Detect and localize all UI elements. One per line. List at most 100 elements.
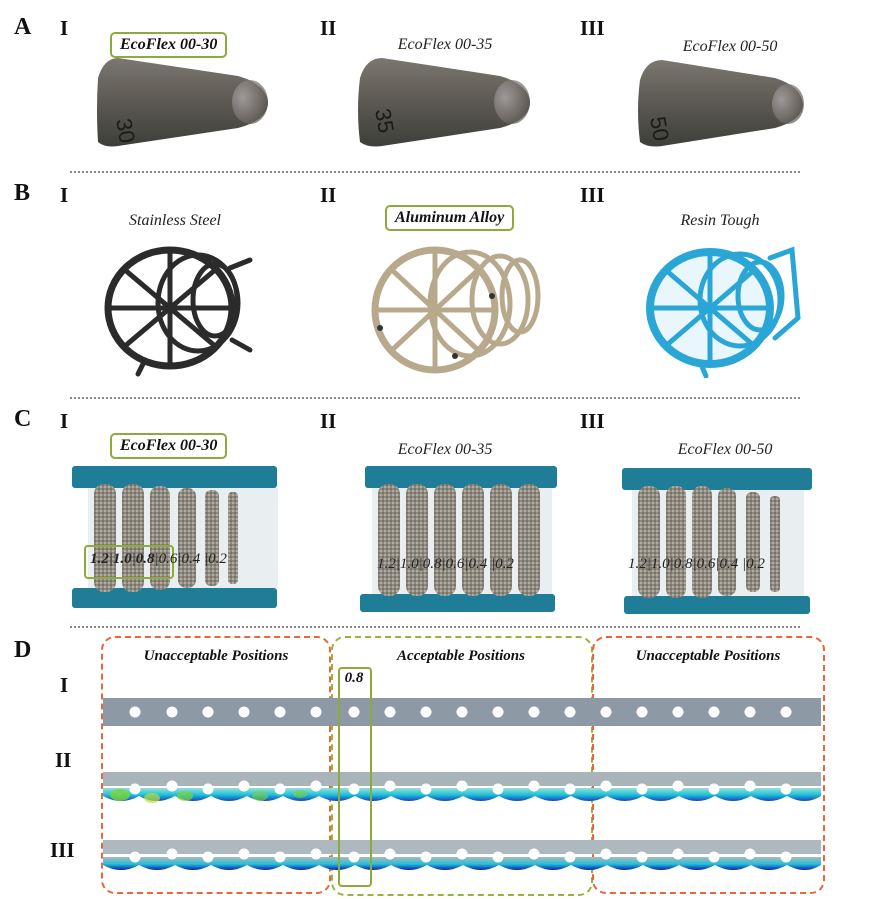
hole (780, 706, 792, 718)
mold-ecoflex-30 (72, 466, 278, 608)
panel-b-roman-1: I (60, 183, 69, 207)
cone-mark-30: 30 (111, 117, 140, 145)
region-title-right: Unacceptable Positions (635, 648, 781, 664)
size-label: 0.8 (422, 556, 442, 572)
holes-row-2 (129, 780, 792, 795)
cage-aluminum-alloy (371, 246, 541, 374)
hole (384, 780, 396, 792)
size-label: 0.6 (445, 556, 465, 572)
panel-c-caption-2: EcoFlex 00-35 (397, 441, 493, 458)
hole (129, 851, 141, 863)
hole (708, 783, 720, 795)
hole (708, 706, 720, 718)
hole (456, 848, 468, 860)
cone-ecoflex-35 (358, 58, 530, 147)
panel-c-roman-2: II (320, 409, 337, 433)
hole (600, 848, 612, 860)
panel-letter-c: C (14, 406, 32, 432)
cone-mark-35: 35 (370, 107, 399, 135)
cone-ecoflex-30 (97, 58, 268, 147)
panel-c-molds (72, 466, 812, 614)
size-label: 0.6 (158, 551, 178, 567)
hole (129, 706, 141, 718)
size-label: 1.0 (399, 556, 419, 572)
hole (348, 851, 360, 863)
panel-b-caption-1: Stainless Steel (129, 212, 221, 229)
panel-a-caption-1: EcoFlex 00-30 (110, 32, 228, 58)
size-label: 0.4 (181, 551, 201, 567)
mold-ecoflex-35 (360, 466, 557, 612)
hole (600, 706, 612, 718)
hole (129, 783, 141, 795)
size-label: 0.2 (208, 551, 227, 567)
hole (528, 848, 540, 860)
cage-resin-tough (646, 246, 801, 378)
panel-b-caption-3: Resin Tough (680, 212, 760, 229)
hole (310, 780, 322, 792)
panel-a-caption-2: EcoFlex 00-35 (397, 36, 493, 53)
separator-ab (70, 171, 800, 173)
hole (238, 780, 250, 792)
region-title-left: Unacceptable Positions (143, 648, 289, 664)
hole (744, 848, 756, 860)
hole (348, 706, 360, 718)
panel-a-caption-3: EcoFlex 00-50 (682, 38, 778, 55)
panel-c-highlight-box (84, 545, 174, 579)
hole (528, 780, 540, 792)
marker-0-8-label: 0.8 (344, 670, 364, 686)
hole (744, 780, 756, 792)
hole (238, 706, 250, 718)
hole (202, 851, 214, 863)
region-title-center: Acceptable Positions (397, 648, 525, 664)
size-label: 1.2 (628, 556, 647, 572)
panel-d-row-2: II (55, 748, 72, 772)
hole (420, 851, 432, 863)
size-label: 0.4 (468, 556, 488, 572)
hole (672, 780, 684, 792)
panel-c-sizes-2: 1.2|1.0|0.8|0.6|0.4 |0.2 (377, 556, 514, 572)
hole (166, 706, 178, 718)
hole (780, 851, 792, 863)
region-unacceptable-right (592, 636, 825, 894)
size-label: 1.0 (650, 556, 670, 572)
sim-top-row-2 (103, 772, 821, 786)
size-label: 0.8 (135, 551, 155, 567)
hole (564, 851, 576, 863)
hole (528, 706, 540, 718)
size-label: 0.2 (746, 556, 765, 572)
hole (420, 706, 432, 718)
hole (564, 783, 576, 795)
hole (492, 851, 504, 863)
hole (348, 783, 360, 795)
panel-c-caption-3: EcoFlex 00-50 (677, 441, 773, 458)
hole (564, 706, 576, 718)
hotspots-row-2 (110, 789, 307, 803)
size-label: 0.8 (673, 556, 693, 572)
panel-d-row-3: III (50, 838, 75, 862)
panel-letter-d: D (14, 637, 32, 663)
panel-letter-b: B (14, 180, 31, 206)
panel-d-simulations (103, 698, 821, 870)
hole (274, 851, 286, 863)
panel-a-cones: 30 35 50 (97, 58, 804, 147)
separator-bc (70, 397, 800, 399)
hole (274, 706, 286, 718)
hole (636, 851, 648, 863)
size-label: 0.4 (719, 556, 739, 572)
hole (384, 848, 396, 860)
panel-a-roman-2: II (320, 16, 337, 40)
cage-stainless-steel (104, 246, 253, 377)
hole (384, 706, 396, 718)
panel-a-roman-1: I (60, 16, 69, 40)
hole (780, 783, 792, 795)
hole (492, 706, 504, 718)
hole (166, 848, 178, 860)
hole (744, 706, 756, 718)
hole (600, 780, 612, 792)
cone-ecoflex-50 (638, 60, 804, 147)
hole (672, 706, 684, 718)
hole (492, 783, 504, 795)
size-label: 1.2 (90, 551, 109, 567)
hole (636, 783, 648, 795)
cone-mark-50: 50 (645, 115, 674, 143)
